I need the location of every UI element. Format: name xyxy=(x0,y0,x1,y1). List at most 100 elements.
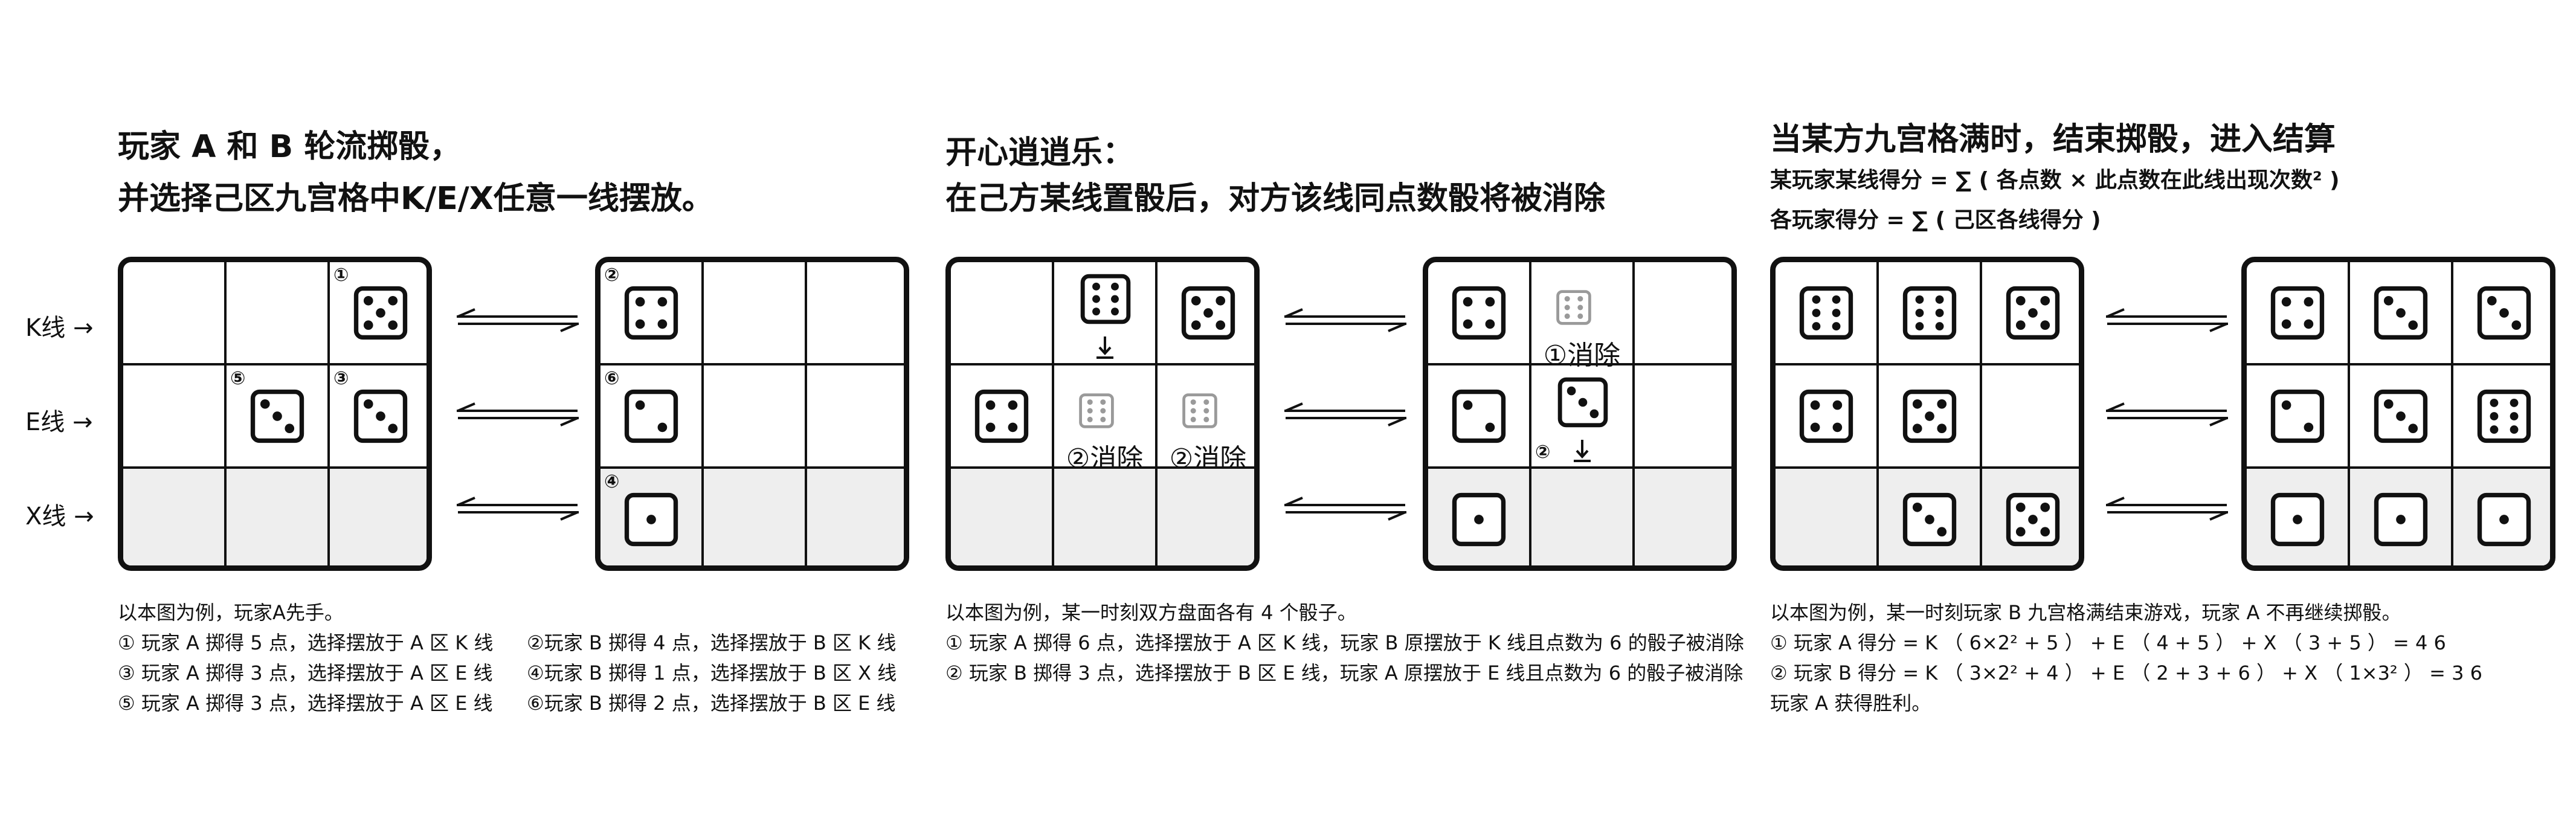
die-pip xyxy=(1935,309,1944,317)
rule-note-a1: ① 玩家 A 掷得 5 点，选择摆放于 A 区 K 线 xyxy=(118,631,494,654)
grid-cell: ①消除 xyxy=(1531,262,1632,371)
rule-title-line-2: 并选择己区九宫格中K/E/X任意一线摆放。 xyxy=(118,181,713,217)
grid-cell xyxy=(2350,365,2451,466)
board-a xyxy=(1770,257,2084,571)
grid-cell xyxy=(1982,365,2079,466)
die-pip xyxy=(1832,422,1843,433)
die-pip xyxy=(260,399,270,409)
die-pip xyxy=(1832,400,1843,410)
move-order-tag: ② xyxy=(1535,442,1551,463)
grid-cell xyxy=(123,365,224,466)
board-b: ①消除 ② xyxy=(1423,257,1737,571)
die-pip xyxy=(1935,322,1944,330)
die-pip xyxy=(2408,320,2418,330)
die-pip xyxy=(1087,416,1093,422)
die-face-two-icon xyxy=(2270,389,2325,443)
die-pip xyxy=(646,515,656,524)
double-arrow-icon xyxy=(1284,497,1406,521)
grid-cell xyxy=(807,365,904,466)
die-pip xyxy=(1203,416,1209,422)
grid-line xyxy=(1980,262,1982,565)
grid-cell xyxy=(1635,262,1731,363)
die-pip xyxy=(1812,322,1821,330)
move-order-tag: ⑤ xyxy=(230,368,246,389)
die-pip xyxy=(1203,308,1213,318)
grid-line xyxy=(601,466,904,469)
die-pip xyxy=(1564,304,1570,311)
eliminated-die-icon xyxy=(1556,290,1591,325)
die-face-two-icon xyxy=(1452,389,1506,443)
die-pip xyxy=(1832,295,1841,304)
die-pip xyxy=(2490,412,2499,420)
die-pip xyxy=(2499,308,2509,318)
die-pip xyxy=(1203,399,1209,405)
die-pip xyxy=(1912,502,1922,512)
die-pip xyxy=(1564,313,1570,319)
grid-cell xyxy=(2247,365,2348,466)
die-pip xyxy=(1937,527,1947,537)
grid-cell: ② xyxy=(1531,365,1632,466)
die-pip xyxy=(1100,408,1106,414)
die-pip xyxy=(2040,320,2050,330)
die-pip xyxy=(285,423,295,434)
rule-title-line-1: 玩家 A 和 B 轮流掷骰， xyxy=(118,129,462,165)
grid-cell xyxy=(1635,469,1731,565)
die-pip xyxy=(1832,322,1841,330)
grid-cell xyxy=(2247,469,2348,565)
die-pip xyxy=(2510,412,2519,420)
die-face-four-icon xyxy=(1799,389,1853,443)
double-arrow-icon xyxy=(1284,402,1406,426)
elim-note-1: ① 玩家 A 掷得 6 点，选择摆放于 A 区 K 线，玩家 B 原摆放于 K … xyxy=(945,631,1744,654)
double-arrow-icon xyxy=(2106,497,2228,521)
grid-line xyxy=(601,363,904,365)
elim-note-intro: 以本图为例，某一时刻双方盘面各有 4 个骰子。 xyxy=(945,601,1357,624)
grid-cell xyxy=(1635,365,1731,466)
die-face-one-icon xyxy=(1452,492,1506,547)
rule-note-intro: 以本图为例，玩家A先手。 xyxy=(118,601,344,624)
grid-cell xyxy=(330,469,427,565)
die-pip xyxy=(1191,295,1201,306)
grid-line xyxy=(1052,262,1054,565)
die-pip xyxy=(1925,411,1934,421)
die-pip xyxy=(2040,502,2050,512)
row-label-x: X线 → xyxy=(25,503,94,530)
grid-line xyxy=(2247,363,2550,365)
die-pip xyxy=(1577,313,1583,319)
double-arrow-icon xyxy=(1284,308,1406,332)
move-order-tag: ⑥ xyxy=(604,368,620,389)
grid-line xyxy=(123,466,427,469)
die-pip xyxy=(2281,297,2291,307)
die-pip xyxy=(1100,416,1106,422)
grid-cell xyxy=(1982,469,2079,565)
die-pip xyxy=(1463,297,1473,307)
die-pip xyxy=(376,411,385,421)
score-note-a: ① 玩家 A 得分 = K （ 6×2² + 5 ） + E （ 4 + 5 ）… xyxy=(1770,631,2446,654)
die-pip xyxy=(1216,320,1226,330)
die-pip xyxy=(1008,422,1018,433)
grid-cell xyxy=(2453,365,2550,466)
grid-cell xyxy=(1054,469,1155,565)
die-face-six-icon xyxy=(1902,286,1957,340)
die-face-three-icon xyxy=(353,389,408,443)
grid-line xyxy=(1529,262,1531,565)
die-pip xyxy=(1912,399,1922,409)
down-arrow-icon xyxy=(1096,336,1113,359)
grid-cell xyxy=(2350,469,2451,565)
rule-note-a3: ③ 玩家 A 掷得 3 点，选择摆放于 A 区 E 线 xyxy=(118,661,493,684)
die-pip xyxy=(657,297,668,307)
die-pip xyxy=(272,411,282,421)
grid-line xyxy=(1876,262,1879,565)
die-pip xyxy=(1203,408,1209,414)
grid-cell xyxy=(123,262,224,363)
die-pip xyxy=(2040,527,2050,537)
grid-cell: ① xyxy=(330,262,427,363)
die-pip xyxy=(1589,409,1599,419)
rule-panel: 玩家 A 和 B 轮流掷骰， 并选择己区九宫格中K/E/X任意一线摆放。 K线 … xyxy=(0,0,909,824)
die-face-four-icon xyxy=(1452,286,1506,340)
score-formula-total: 各玩家得分 = ∑ ( 己区各线得分 ) xyxy=(1770,208,2101,233)
move-order-tag: ④ xyxy=(604,471,620,492)
